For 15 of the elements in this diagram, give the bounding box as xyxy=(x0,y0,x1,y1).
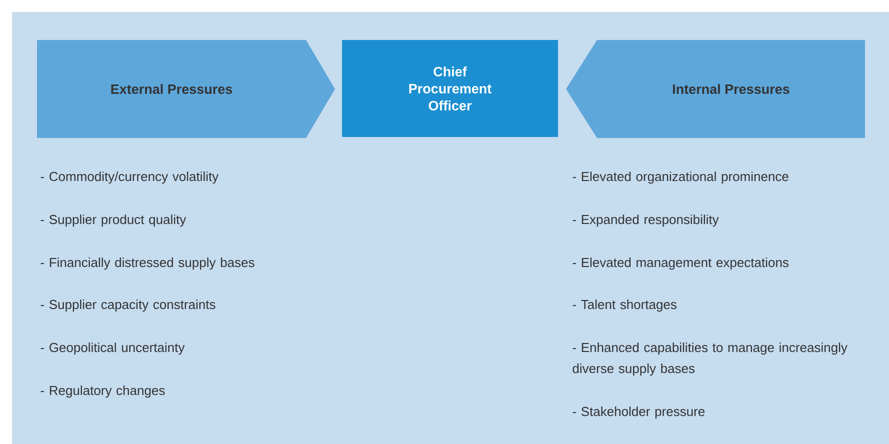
list-item: - Expanded responsibility xyxy=(572,214,719,227)
list-item: - Supplier capacity constraints xyxy=(40,300,216,312)
title-box: Chief Procurement Officer xyxy=(342,40,558,137)
list-item: - Geopolitical uncertainty xyxy=(40,342,185,355)
list-item: - Stakeholder pressure xyxy=(572,406,705,419)
list-item: - Financially distressed supply bases xyxy=(40,258,254,270)
list-item: - Supplier product quality xyxy=(40,214,186,227)
list-item: - Talent shortages xyxy=(572,300,676,312)
chevron-box: External Pressures xyxy=(37,40,335,138)
list-item: - Enhanced capabilities to manage increasingly diverse supply bases xyxy=(572,342,848,376)
list-item: - Regulatory changes xyxy=(40,386,165,398)
list-item: - Elevated organizational prominence xyxy=(572,172,788,184)
chevron-box: Internal Pressures xyxy=(566,40,865,138)
list-item: - Elevated management expectations xyxy=(572,258,788,270)
list-item: - Commodity/currency volatility xyxy=(40,172,219,184)
